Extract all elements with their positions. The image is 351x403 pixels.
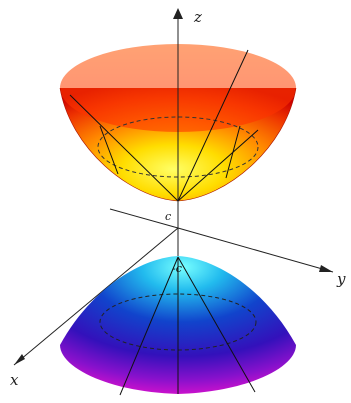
x-axis-label: x xyxy=(10,371,19,389)
z-axis-label: z xyxy=(193,8,202,26)
lower-vertex-label: -c xyxy=(172,262,182,275)
x-axis-arrow xyxy=(14,354,25,365)
lower-rulings xyxy=(119,256,256,396)
z-axis-arrow xyxy=(173,8,183,19)
x-axis xyxy=(13,227,179,366)
y-axis xyxy=(177,227,334,273)
trace-line xyxy=(109,208,179,229)
upper-vertex-label: c xyxy=(165,210,171,223)
y-axis-arrow xyxy=(319,265,333,272)
lower-sheet xyxy=(60,256,296,396)
y-axis-label: y xyxy=(336,270,346,288)
upper-cross-section xyxy=(97,116,259,178)
